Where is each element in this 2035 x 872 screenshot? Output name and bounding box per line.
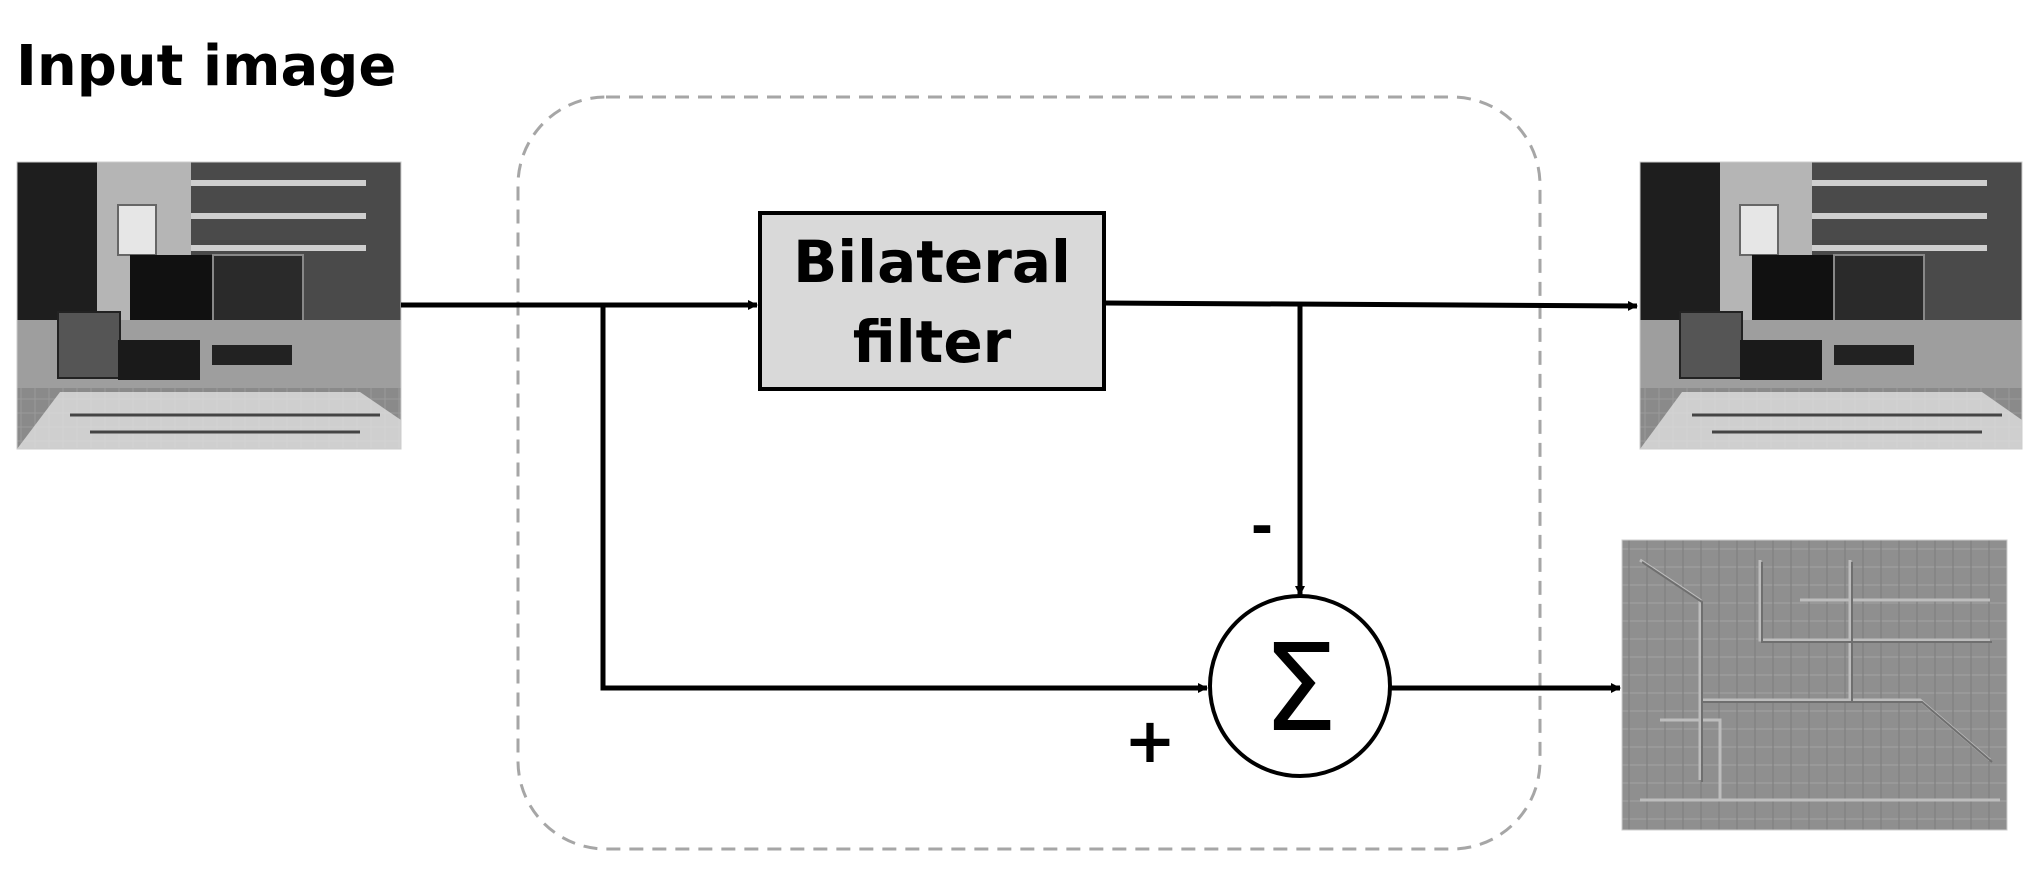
input-image — [16, 161, 402, 450]
plus-sign: + — [1124, 704, 1176, 777]
filtered-output-image — [1639, 161, 2023, 450]
title-text: Input image — [16, 34, 396, 99]
filter-label-line1: Bilateral — [793, 228, 1071, 296]
input-to-summer-arrow — [600, 305, 1208, 693]
detail-output-image — [1621, 539, 2008, 831]
filter-label-line2: filter — [853, 308, 1012, 376]
bilateral-filter-block — [758, 211, 1106, 391]
sigma-symbol: Σ — [1262, 620, 1338, 759]
filter-to-output-arrow — [1103, 300, 1638, 311]
minus-sign: - — [1251, 495, 1273, 558]
processing-region — [516, 95, 1542, 851]
